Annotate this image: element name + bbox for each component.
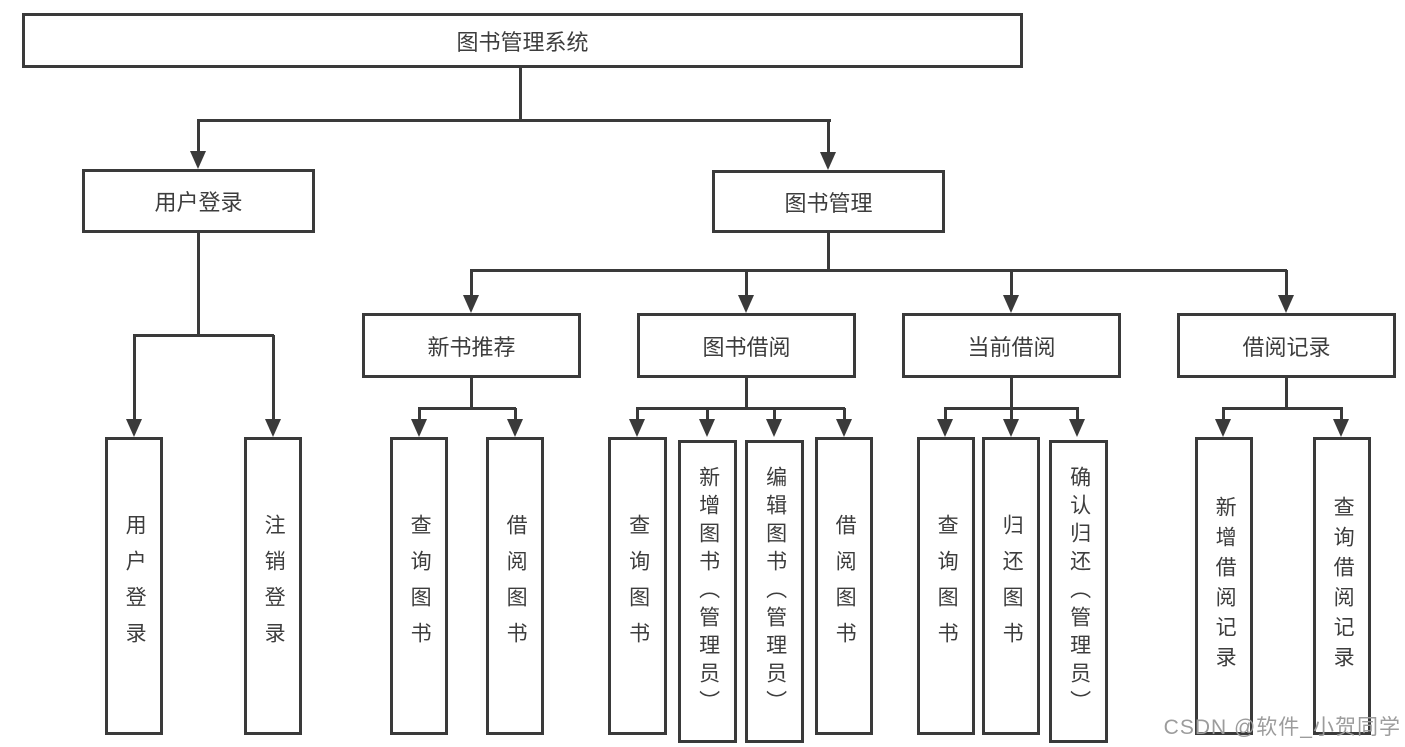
arrowhead-bb-borrow-books <box>836 419 852 437</box>
leaf-nb-borrow-books-label: 借阅图书 <box>504 514 528 658</box>
leaf-bb-edit-books-admin: 编辑图书（管理员） <box>745 440 804 743</box>
leaf-logout-label: 注销登录 <box>262 514 286 658</box>
arrowhead-br-add-record <box>1215 419 1231 437</box>
leaf-bb-query-books: 查询图书 <box>608 437 667 735</box>
arrowhead-bb-edit-books <box>766 419 782 437</box>
node-current-borrowing: 当前借阅 <box>902 313 1121 378</box>
leaf-nb-borrow-books: 借阅图书 <box>486 437 544 735</box>
node-library-system: 图书管理系统 <box>22 13 1023 68</box>
connector-root-drop-2 <box>827 120 830 152</box>
leaf-bb-edit-books-admin-label: 编辑图书（管理员） <box>763 465 787 718</box>
leaf-cb-return-books: 归还图书 <box>982 437 1040 735</box>
leaf-br-add-record-label: 新增借阅记录 <box>1213 496 1237 676</box>
node-book-borrowing-label: 图书借阅 <box>702 334 791 360</box>
arrowhead-logout <box>265 419 281 437</box>
connector-bookborrow-drop-3 <box>773 408 776 419</box>
connector-newbook-drop-2 <box>514 408 517 419</box>
arrowhead-cb-return-books <box>1003 419 1019 437</box>
connector-root-drop-1 <box>197 120 200 151</box>
connector-userlogin-bar <box>133 334 274 337</box>
arrowhead-bb-query-books <box>629 419 645 437</box>
leaf-user-login-label: 用户登录 <box>123 514 147 658</box>
connector-userlogin-drop-1 <box>133 335 136 419</box>
connector-bookmgmt-bar <box>470 269 1287 272</box>
arrowhead-book-borrowing <box>738 295 754 313</box>
connector-records-stem <box>1285 378 1288 408</box>
arrowhead-user-login-group <box>190 151 206 169</box>
leaf-bb-add-books-admin: 新增图书（管理员） <box>678 440 737 743</box>
connector-bookmgmt-drop-2 <box>745 270 748 295</box>
connector-newbook-bar <box>418 407 516 410</box>
node-user-login-group: 用户登录 <box>82 169 315 233</box>
connector-currentborrow-drop-3 <box>1076 408 1079 419</box>
connector-userlogin-stem <box>197 233 200 335</box>
connector-bookborrow-drop-4 <box>843 408 846 419</box>
connector-root-stem <box>519 68 522 120</box>
leaf-br-query-record-label: 查询借阅记录 <box>1331 496 1355 676</box>
csdn-watermark: CSDN @软件_小贺同学 <box>1163 716 1401 739</box>
connector-bookborrow-stem <box>745 378 748 408</box>
arrowhead-borrowing-records <box>1278 295 1294 313</box>
node-book-management: 图书管理 <box>712 170 945 233</box>
leaf-bb-borrow-books-label: 借阅图书 <box>833 514 857 658</box>
node-borrowing-records-label: 借阅记录 <box>1242 334 1331 360</box>
connector-bookborrow-drop-2 <box>706 408 709 419</box>
node-book-borrowing: 图书借阅 <box>637 313 856 378</box>
leaf-logout: 注销登录 <box>244 437 302 735</box>
node-current-borrowing-label: 当前借阅 <box>967 334 1056 360</box>
connector-bookmgmt-drop-3 <box>1010 270 1013 295</box>
node-user-login-group-label: 用户登录 <box>154 190 243 215</box>
connector-currentborrow-drop-2 <box>1010 408 1013 419</box>
arrowhead-cb-confirm-return <box>1069 419 1085 437</box>
connector-bookmgmt-drop-4 <box>1285 270 1288 295</box>
arrowhead-book-management <box>820 152 836 170</box>
leaf-cb-query-books-label: 查询图书 <box>935 514 959 658</box>
connector-records-drop-2 <box>1340 408 1343 419</box>
arrowhead-current-borrowing <box>1003 295 1019 313</box>
leaf-nb-query-books: 查询图书 <box>390 437 448 735</box>
node-new-book-recommend: 新书推荐 <box>362 313 581 378</box>
connector-bookborrow-drop-1 <box>636 408 639 419</box>
connector-newbook-stem <box>470 378 473 408</box>
arrowhead-new-book-recommend <box>463 295 479 313</box>
connector-bookborrow-bar <box>636 407 845 410</box>
leaf-bb-add-books-admin-label: 新增图书（管理员） <box>696 465 720 718</box>
leaf-nb-query-books-label: 查询图书 <box>408 514 432 658</box>
leaf-cb-confirm-return-admin: 确认归还（管理员） <box>1049 440 1108 743</box>
arrowhead-nb-borrow-books <box>507 419 523 437</box>
arrowhead-bb-add-books <box>699 419 715 437</box>
arrowhead-br-query-record <box>1333 419 1349 437</box>
leaf-bb-borrow-books: 借阅图书 <box>815 437 873 735</box>
connector-root-bar <box>197 119 831 122</box>
leaf-br-add-record: 新增借阅记录 <box>1195 437 1253 735</box>
arrowhead-nb-query-books <box>411 419 427 437</box>
connector-currentborrow-stem <box>1010 378 1013 408</box>
node-book-management-label: 图书管理 <box>784 190 873 216</box>
leaf-br-query-record: 查询借阅记录 <box>1313 437 1371 735</box>
leaf-bb-query-books-label: 查询图书 <box>626 514 650 658</box>
connector-records-bar <box>1222 407 1343 410</box>
connector-records-drop-1 <box>1222 408 1225 419</box>
node-borrowing-records: 借阅记录 <box>1177 313 1396 378</box>
connector-newbook-drop-1 <box>418 408 421 419</box>
connector-bookmgmt-stem <box>827 233 830 270</box>
leaf-user-login: 用户登录 <box>105 437 163 735</box>
connector-currentborrow-drop-1 <box>944 408 947 419</box>
leaf-cb-confirm-return-admin-label: 确认归还（管理员） <box>1067 465 1091 718</box>
leaf-cb-query-books: 查询图书 <box>917 437 975 735</box>
connector-bookmgmt-drop-1 <box>470 270 473 295</box>
arrowhead-user-login <box>126 419 142 437</box>
node-library-system-label: 图书管理系统 <box>456 29 589 55</box>
connector-userlogin-drop-2 <box>272 335 275 419</box>
node-new-book-recommend-label: 新书推荐 <box>427 334 516 360</box>
arrowhead-cb-query-books <box>937 419 953 437</box>
leaf-cb-return-books-label: 归还图书 <box>1000 514 1024 658</box>
